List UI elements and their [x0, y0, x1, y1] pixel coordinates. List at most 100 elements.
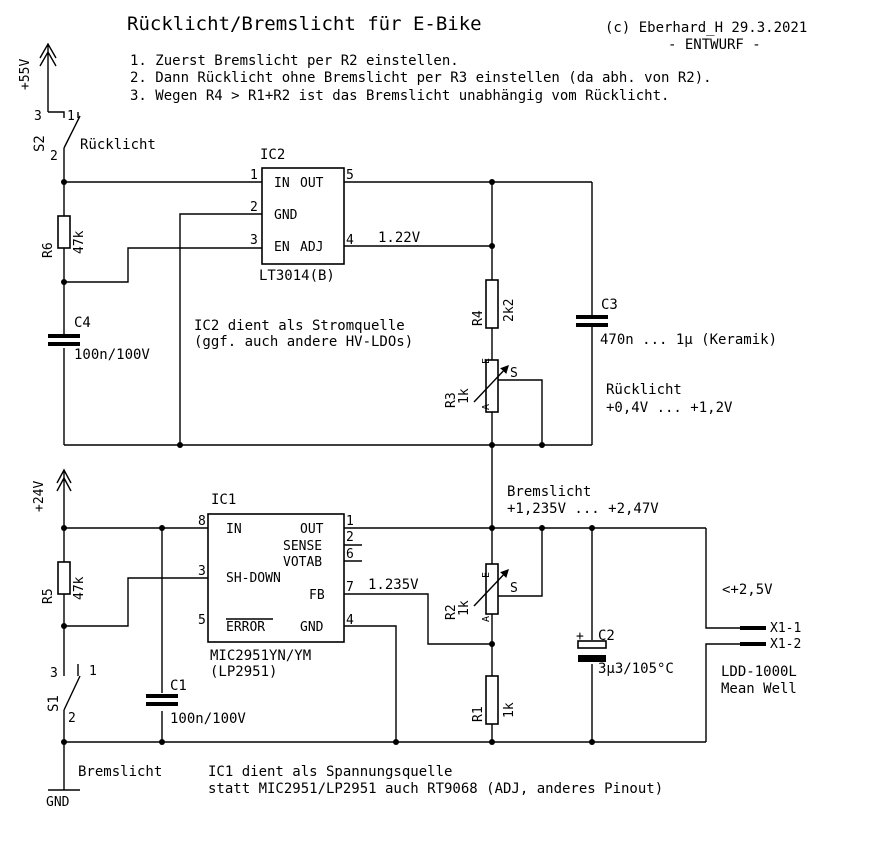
ic1-pin-out: OUT	[300, 522, 324, 537]
ic2-body	[261, 167, 345, 265]
c4-capacitor	[48, 330, 80, 346]
junction-dots	[61, 179, 595, 745]
s2-pin2: 2	[50, 149, 58, 164]
ic1-pin-gnd: GND	[300, 620, 324, 635]
r6-value: 47k	[72, 230, 87, 254]
c2-ref: C2	[598, 628, 615, 644]
ic1-pinnum-7: 7	[346, 580, 354, 595]
r3-pin-a: A	[481, 404, 492, 410]
bremslicht-label: Bremslicht	[507, 484, 591, 500]
ic1-ref: IC1	[211, 492, 236, 508]
r1-resistor	[485, 675, 499, 725]
ic2-section-wires	[63, 181, 593, 530]
ic2-note-1: IC2 dient als Stromquelle	[194, 318, 405, 334]
r5-value: 47k	[72, 576, 87, 600]
s2-pin1: 1	[67, 109, 75, 124]
r3-pin-e: E	[481, 358, 492, 364]
ic2-pinnum-1: 1	[250, 168, 258, 183]
limit-label: <+2,5V	[722, 582, 773, 598]
r2-pin-a: A	[481, 616, 492, 622]
c1-capacitor	[146, 694, 178, 706]
r3-pin-s: S	[510, 366, 518, 381]
s2-pin3: 3	[34, 109, 42, 124]
r2-potentiometer	[473, 563, 509, 615]
switch-s1	[63, 660, 81, 742]
ic2-pin-in: IN	[274, 176, 290, 191]
ic1-note-2: statt MIC2951/LP2951 auch RT9068 (ADJ, a…	[208, 781, 663, 797]
r2-pin-e: E	[481, 572, 492, 578]
c4-ref: C4	[74, 315, 91, 331]
ic2-pin-en: EN	[274, 240, 290, 255]
ic1-pinnum-1: 1	[346, 514, 354, 529]
c2-capacitor	[577, 640, 607, 662]
c3-capacitor	[576, 315, 608, 327]
copyright: (c) Eberhard_H 29.3.2021	[605, 20, 807, 36]
ic1-pinnum-3: 3	[198, 564, 206, 579]
c1-value: 100n/100V	[170, 711, 246, 727]
r5-resistor	[57, 561, 71, 595]
supply-24v-label: +24V	[32, 481, 47, 512]
switch-s2	[48, 111, 81, 182]
s1-ref: S1	[46, 695, 62, 712]
ic2-note-2: (ggf. auch andere HV-LDOs)	[194, 334, 413, 350]
ic2-pin-gnd: GND	[274, 208, 298, 223]
r4-value: 2k2	[502, 299, 517, 322]
ic1-pinnum-2: 2	[346, 530, 354, 545]
ic1-pin-error: ERROR	[226, 620, 265, 635]
ic1-pinnum-5: 5	[198, 613, 206, 628]
r2-pin-s: S	[510, 581, 518, 596]
r3-value: 1k	[457, 388, 472, 404]
ic1-fb-voltage: 1.235V	[368, 577, 419, 593]
r5-ref: R5	[41, 588, 56, 604]
r4-resistor	[485, 279, 499, 329]
s1-pin1: 1	[89, 664, 97, 679]
ic1-pinnum-6: 6	[346, 547, 354, 562]
r3-potentiometer	[473, 359, 509, 413]
connector-pin1: X1-1	[770, 621, 801, 636]
ic1-pin-in: IN	[226, 522, 242, 537]
c2-value: 3µ3/105°C	[598, 661, 674, 677]
ic1-pin-votab: VOTAB	[283, 555, 322, 570]
connector-device-2: Mean Well	[721, 681, 797, 697]
supply-55v-label: +55V	[18, 59, 33, 90]
ic1-part-2: (LP2951)	[210, 664, 277, 680]
c3-ref: C3	[601, 297, 618, 313]
r4-ref: R4	[471, 310, 486, 326]
ic1-section-wires	[63, 527, 740, 790]
s2-label: Rücklicht	[80, 137, 156, 153]
ic1-pin-fb: FB	[309, 588, 325, 603]
ic1-pin-shdown: SH-DOWN	[226, 571, 281, 586]
r6-resistor	[57, 215, 71, 249]
ic2-pin-out: OUT	[300, 176, 324, 191]
note-2: 2. Dann Rücklicht ohne Bremslicht per R3…	[130, 70, 712, 86]
r2-ref: R2	[444, 604, 459, 620]
ic2-pinnum-2: 2	[250, 200, 258, 215]
draft-label: - ENTWURF -	[668, 37, 761, 53]
r2-value: 1k	[457, 600, 472, 616]
ic2-pin-adj: ADJ	[300, 240, 323, 255]
c2-polarity: +	[576, 629, 584, 644]
ic2-adj-voltage: 1.22V	[378, 230, 421, 246]
note-1: 1. Zuerst Bremslicht per R2 einstellen.	[130, 53, 459, 69]
supply-24v-symbol	[56, 468, 72, 562]
r1-ref: R1	[471, 706, 486, 722]
ruecklicht-label: Rücklicht	[606, 382, 682, 398]
ic1-pin-sense: SENSE	[283, 539, 322, 554]
note-3: 3. Wegen R4 > R1+R2 ist das Bremslicht u…	[130, 88, 669, 104]
s1-pin2: 2	[68, 711, 76, 726]
c4-value: 100n/100V	[74, 347, 150, 363]
ic2-pinnum-4: 4	[346, 233, 354, 248]
r3-ref: R3	[444, 392, 459, 408]
ic1-pinnum-8: 8	[198, 514, 206, 529]
r1-value: 1k	[502, 702, 517, 718]
connector-device-1: LDD-1000L	[721, 664, 797, 680]
s1-label: Bremslicht	[78, 764, 162, 780]
s2-ref: S2	[32, 135, 48, 152]
ic2-part: LT3014(B)	[259, 268, 335, 284]
ic1-body	[207, 513, 345, 643]
ic1-part-1: MIC2951YN/YM	[210, 648, 311, 664]
schematic-title: Rücklicht/Bremslicht für E-Bike	[127, 13, 482, 35]
c3-value: 470n ... 1µ (Keramik)	[600, 332, 777, 348]
connector-pin2: X1-2	[770, 637, 801, 652]
